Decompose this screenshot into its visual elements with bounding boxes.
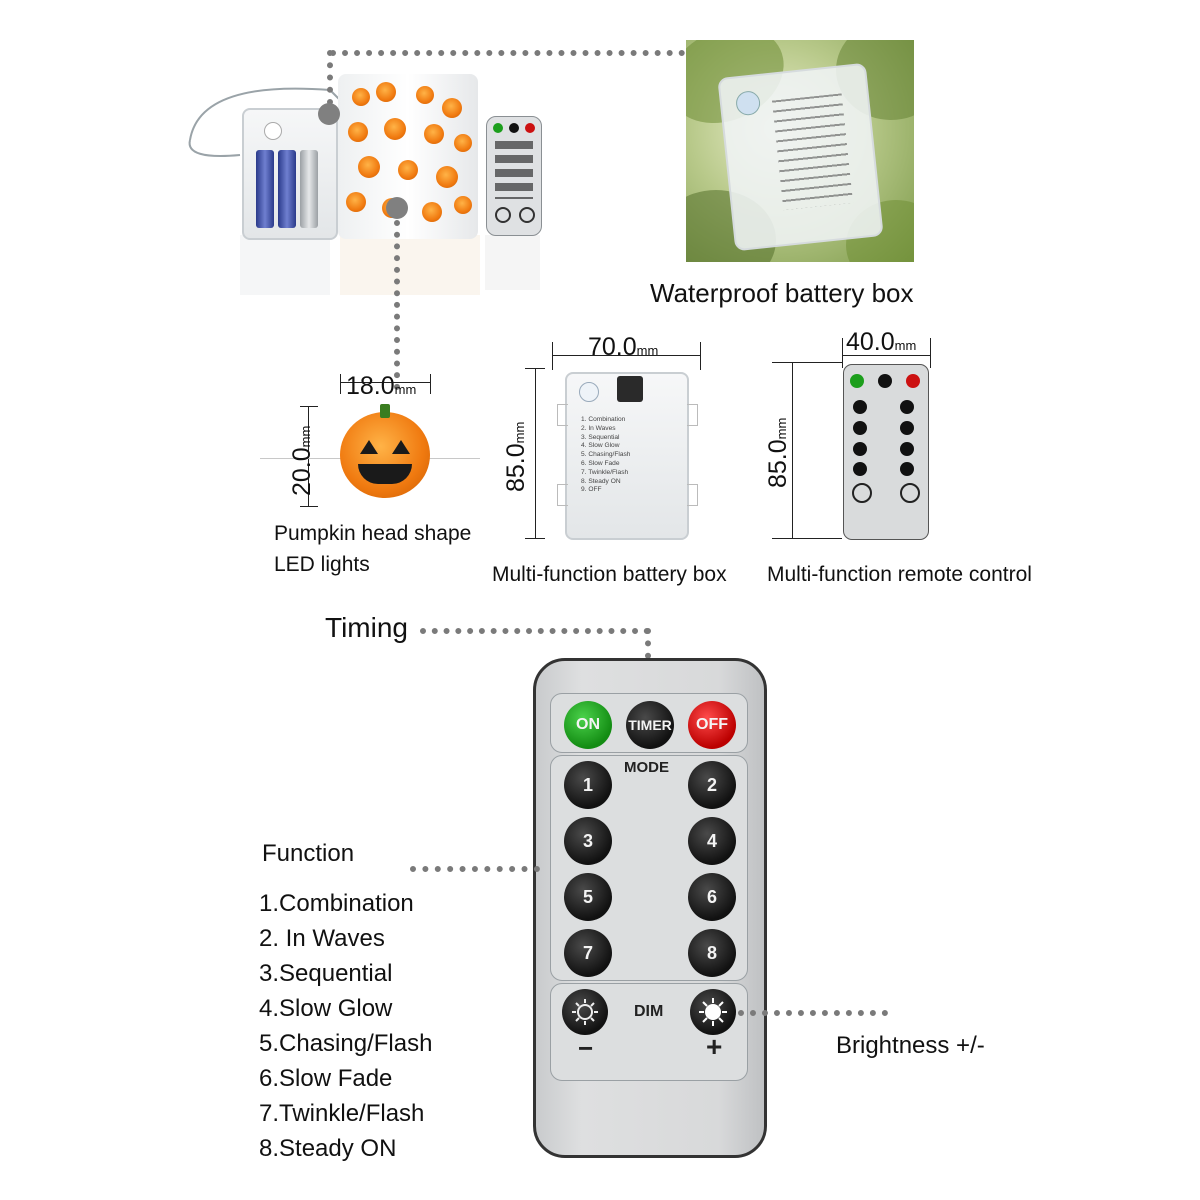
function-item: 6.Slow Fade [259, 1065, 393, 1092]
mode-list-item: 8. Steady ON [581, 477, 621, 485]
plus-label: + [706, 1031, 723, 1062]
remote-dim-tick [772, 362, 842, 363]
remote-width-label: 40.0mm [846, 328, 917, 356]
box-height-label: 85.0mm [502, 421, 530, 492]
wire-graphic [188, 87, 540, 295]
pumpkin-caption-line2: LED lights [274, 553, 370, 576]
sun-bright-icon [699, 998, 727, 1026]
mode-list-item: 1. Combination [581, 416, 626, 423]
box-width-label: 70.0mm [588, 333, 659, 361]
remote-height-label: 85.0mm [764, 417, 792, 488]
mode-list: 1. Combination 2. In Waves 3. Sequential… [581, 416, 677, 495]
timing-callout: Timing [325, 612, 408, 643]
box-dim-top-line [552, 355, 700, 356]
remote-dim-tick [930, 338, 931, 368]
battery-box-photo [242, 108, 338, 240]
waterproof-caption: Waterproof battery box [650, 278, 914, 308]
box-dim-tick [525, 538, 545, 539]
function-connector [410, 866, 540, 872]
pumpkin-led [340, 404, 430, 498]
mode-label: MODE [624, 759, 669, 776]
mode-button-3[interactable]: 3 [564, 817, 612, 865]
box-dim-side-line [535, 368, 536, 538]
function-list: 1.Combination 2. In Waves 3.Sequential 4… [259, 886, 432, 1166]
pumpkin-caption-line1: Pumpkin head shape [274, 522, 472, 545]
connector-pumpkin [394, 220, 400, 390]
off-button[interactable]: OFF [688, 701, 736, 749]
remote-dim-side-line [792, 362, 793, 538]
remote-control: ON TIMER OFF MODE 1 2 3 4 5 6 7 8 DIM [533, 658, 767, 1158]
connector-dot [318, 103, 340, 125]
function-item: 2. In Waves [259, 925, 385, 952]
brightness-connector [738, 1010, 888, 1016]
mode-list-item: 3. Sequential [581, 433, 620, 441]
mode-button-7[interactable]: 7 [564, 929, 612, 977]
pumpkin-height-label: 20.0mm [288, 425, 316, 496]
mode-list-item: 4. Slow Glow [581, 442, 620, 450]
mode-button-8[interactable]: 8 [688, 929, 736, 977]
battery-box-diagram: 1. Combination 2. In Waves 3. Sequential… [557, 372, 698, 540]
function-item: 4.Slow Glow [259, 995, 393, 1022]
function-item: 1.Combination [259, 890, 414, 917]
mode-list-item: 2. In Waves [581, 424, 616, 432]
minus-label: − [578, 1033, 594, 1063]
dim-label: DIM [634, 1003, 664, 1020]
timer-button[interactable]: TIMER [626, 701, 674, 749]
mode-button-4[interactable]: 4 [688, 817, 736, 865]
function-item: 3.Sequential [259, 960, 393, 987]
brightness-callout: Brightness +/- [836, 1032, 985, 1059]
mode-list-item: 7. Twinkle/Flash [581, 468, 629, 476]
box-dim-tick [700, 342, 701, 370]
pumpkin-width-label: 18.0mm [346, 372, 417, 400]
product-photo [180, 60, 560, 310]
box-dim-tick [525, 368, 545, 369]
remote-photo [486, 116, 542, 236]
connector-top-left [327, 50, 333, 105]
pumpkin-dimension-group [260, 370, 480, 520]
remote-dim-tick [842, 338, 843, 368]
function-item: 5.Chasing/Flash [259, 1030, 433, 1057]
mode-button-5[interactable]: 5 [564, 873, 612, 921]
mode-button-1[interactable]: 1 [564, 761, 612, 809]
on-button[interactable]: ON [564, 701, 612, 749]
mode-list-item: 6. Slow Fade [581, 459, 620, 467]
remote-dim-top-line [842, 355, 930, 356]
connector-dot [386, 197, 408, 219]
sun-icon [572, 999, 598, 1025]
waterproof-box-photo [686, 40, 914, 262]
mode-list-item: 9. OFF [581, 486, 602, 494]
function-item: 7.Twinkle/Flash [259, 1100, 425, 1127]
function-item: 8.Steady ON [259, 1135, 397, 1162]
dim-minus-button[interactable] [562, 989, 608, 1035]
timing-connector [420, 628, 650, 634]
dim-plus-button[interactable] [690, 989, 736, 1035]
mode-button-6[interactable]: 6 [688, 873, 736, 921]
connector-top [330, 50, 685, 56]
function-heading: Function [262, 840, 355, 867]
remote-diagram-small [843, 364, 929, 540]
box-dim-tick [552, 342, 553, 370]
mode-button-2[interactable]: 2 [688, 761, 736, 809]
remote-caption: Multi-function remote control [767, 563, 1032, 586]
pumpkin-jar-photo [338, 74, 478, 239]
remote-dim-tick [772, 538, 842, 539]
box-caption: Multi-function battery box [492, 563, 727, 586]
mode-list-item: 5. Chasing/Flash [581, 451, 631, 459]
